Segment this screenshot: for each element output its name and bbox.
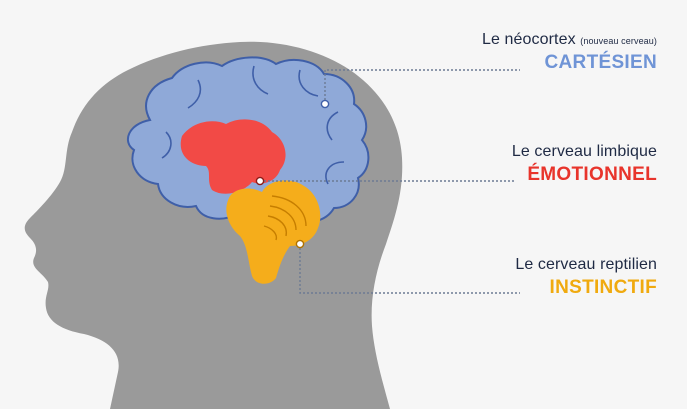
reptilian-trait: INSTINCTIF xyxy=(549,277,657,298)
limbic-name: Le cerveau limbique xyxy=(511,143,657,160)
neocortex-name: Le néocortex xyxy=(481,31,576,48)
marker-neocortex xyxy=(320,99,330,109)
marker-reptilian xyxy=(295,239,305,249)
limbic-trait: ÉMOTIONNEL xyxy=(527,164,657,185)
label-neocortex: Le néocortex (nouveau cerveau) CARTÉSIEN xyxy=(482,31,657,74)
neocortex-fold xyxy=(161,65,345,185)
reptilian-name: Le cerveau reptilien xyxy=(515,256,657,273)
neocortex-trait: CARTÉSIEN xyxy=(544,52,657,73)
connector-neocortex xyxy=(324,69,520,104)
connector-reptilian xyxy=(299,244,520,294)
label-limbic: Le cerveau limbique ÉMOTIONNEL xyxy=(512,143,657,186)
limbic-region xyxy=(180,119,286,194)
label-reptilian: Le cerveau reptilien INSTINCTIF xyxy=(515,256,657,299)
marker-limbic xyxy=(255,176,265,186)
neocortex-note: (nouveau cerveau) xyxy=(580,36,657,46)
cerebellum-folds xyxy=(263,195,307,241)
